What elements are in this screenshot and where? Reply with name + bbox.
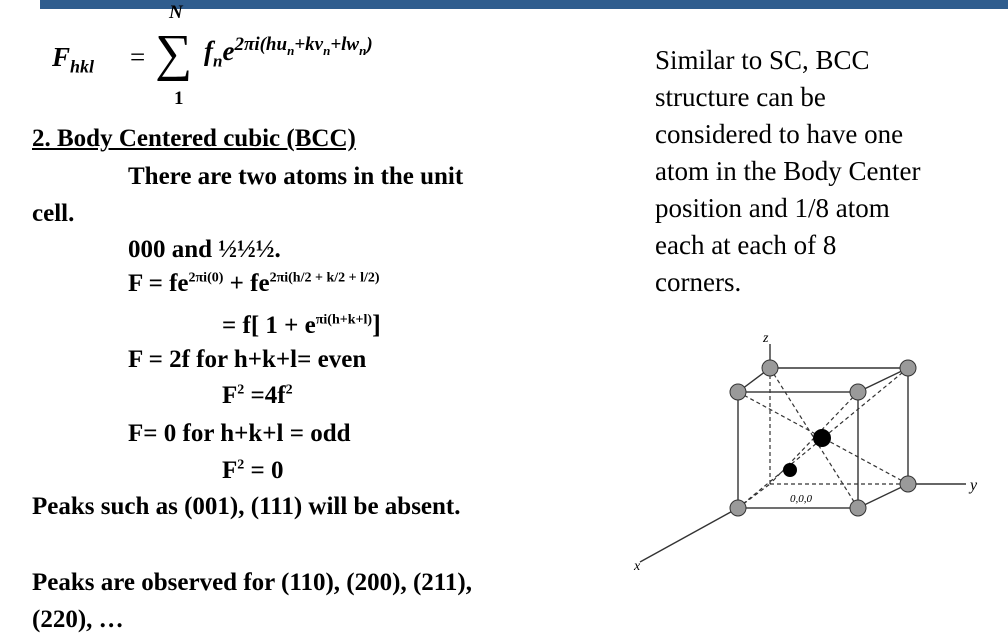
corner-atom [899,475,917,493]
side-line: structure can be [655,82,826,112]
origin-atom [783,463,797,477]
text-line: cell. [32,200,75,227]
corner-atom [849,499,867,517]
z-axis-label: z [762,331,769,346]
side-line: atom in the Body Center [655,156,921,186]
y-axis-label: y [968,477,978,494]
body-center-atom [813,429,831,447]
side-line: corners. [655,267,742,297]
odd-intensity: F2 = 0 [222,457,284,484]
summation-symbol: ∑ [155,25,193,82]
side-line: position and 1/8 atom [655,193,890,223]
equation-rhs: fne2πi(hun+kvn+lwn) [204,34,373,71]
atom-positions: 000 and ½½½. [128,236,281,263]
absent-peaks: Peaks such as (001), (111) will be absen… [32,493,461,520]
text-line: There are two atoms in the unit [128,163,464,190]
side-line: each at each of 8 [655,230,837,260]
corner-atom [849,383,867,401]
corner-atom [761,359,779,377]
observed-peaks: Peaks are observed for (110), (200), (21… [32,569,472,596]
f-equation: F = fe2πi(0) + fe2πi(h/2 + k/2 + l/2) [128,270,380,297]
corner-atom [899,359,917,377]
x-axis [639,507,739,563]
side-line: Similar to SC, BCC [655,45,870,75]
structure-factor-equation: N ∑ 1 Fhkl = fne2πi(hun+kvn+lwn) [52,2,572,112]
observed-peaks-cont: (220), … [32,606,124,633]
corner-atom [729,499,747,517]
odd-case: F= 0 for h+k+l = odd [128,420,351,447]
f-simplified: = f[ 1 + eπi(h+k+l)] [222,310,381,339]
equation-equals: = [130,42,146,72]
sum-lower-limit: 1 [174,88,184,109]
x-axis-label: x [633,559,641,574]
even-case: F = 2f for h+k+l= even [128,346,367,373]
section-heading: 2. Body Centered cubic (BCC) [32,125,356,152]
equation-lhs: Fhkl [52,42,95,77]
side-note: Similar to SC, BCC structure can be cons… [655,42,1000,301]
corner-atom [729,383,747,401]
bcc-unit-cell-diagram: 0,0,0 z y x [633,331,978,574]
origin-label: 0,0,0 [790,493,813,505]
sum-upper-limit: N [169,2,183,23]
top-accent-bar [40,0,1008,9]
side-line: considered to have one [655,119,904,149]
even-intensity: F2 =4f2 [222,382,293,409]
